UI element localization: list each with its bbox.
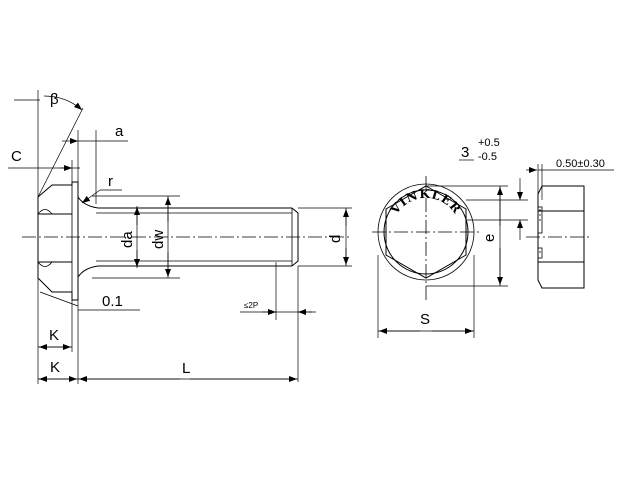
r-label: r (108, 173, 113, 190)
flange-circle (377, 183, 475, 281)
underhead-fillet-top (77, 196, 99, 209)
s-label: S (420, 311, 430, 328)
beta-arc (43, 95, 83, 111)
d-label: d (327, 235, 344, 243)
hexagon-outline (385, 185, 467, 279)
beta-chamfer-line (37, 107, 84, 198)
bolt-side-view: β a C r da dw d (8, 90, 352, 384)
beta-label: β (50, 91, 59, 108)
a-label: a (115, 123, 124, 140)
underhead-fillet-bottom (77, 265, 99, 278)
marking-recess-bottom (537, 247, 543, 259)
c-label: C (11, 148, 22, 165)
l-label: L (182, 360, 190, 377)
thread-end-chamfer (291, 207, 299, 267)
minus-tolerance-label: -0.5 (478, 151, 497, 163)
r-leader (81, 189, 101, 204)
hex-inner-circle (383, 189, 469, 275)
hex-chamfer-bottom (37, 261, 53, 267)
three-label: 3 (461, 144, 469, 161)
zero-one-label: 0.1 (102, 293, 123, 310)
mark-depth-label: 0.50±0.30 (556, 158, 605, 170)
plus-tolerance-label: +0.5 (478, 137, 500, 149)
hex-chamfer-top (37, 209, 53, 215)
head-profile-view: 3 +0.5 -0.5 0.50±0.30 (459, 137, 614, 289)
marking-recess-top (537, 206, 543, 234)
k-label-lower: K (50, 359, 60, 376)
dw-label: dw (150, 230, 167, 249)
da-label: da (119, 231, 136, 248)
e-label: e (481, 234, 498, 242)
two-p-label: ≤2P (244, 301, 258, 310)
k-label-upper: K (49, 327, 59, 344)
